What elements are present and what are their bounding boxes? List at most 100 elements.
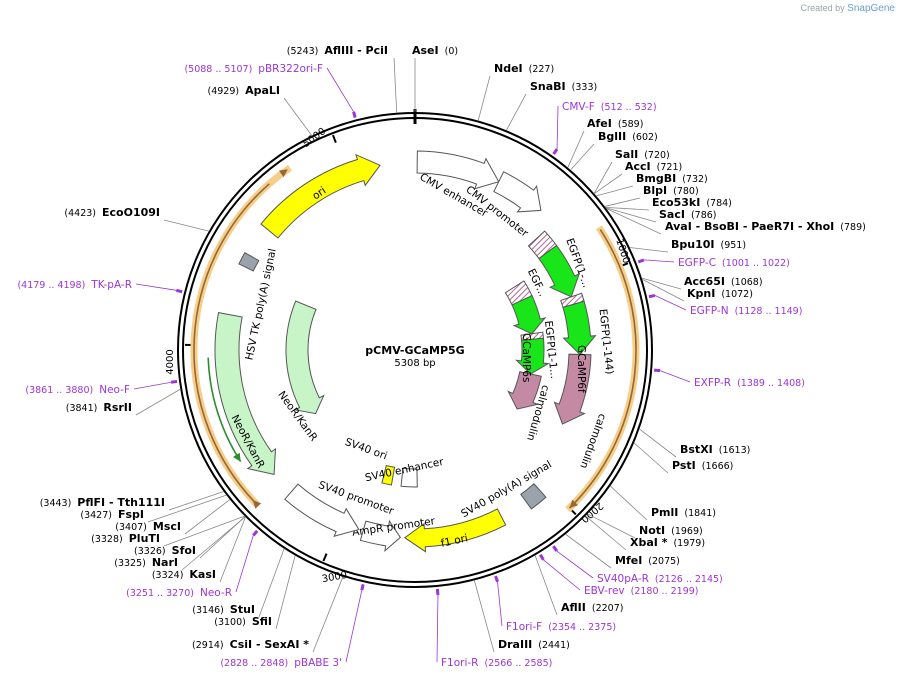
- leader-bglii: [570, 143, 595, 171]
- primer-mark-f1ori-r: [435, 588, 440, 596]
- site-name-acc65i: Acc65I: [684, 275, 725, 288]
- site-pos-left-sfii: (3100): [214, 617, 246, 628]
- leader-rsrii: [135, 388, 181, 416]
- feature-sv40-enhancer: [400, 467, 418, 488]
- site-pos-bpu10i: (951): [721, 240, 747, 251]
- feature-f1-ori: [403, 508, 507, 553]
- site-name-kpni: KpnI: [687, 287, 715, 300]
- leader-bpu10i: [629, 247, 669, 253]
- leader-bstxi: [639, 428, 677, 458]
- primer-name-cmv-f: CMV-F: [562, 101, 595, 113]
- site-name-noti: NotI: [639, 524, 665, 537]
- leader-mfei: [565, 533, 612, 569]
- primer-mark-ebv-rev: [539, 553, 545, 561]
- site-name-psti: PstI: [672, 459, 696, 472]
- plasmid-size: 5308 bp: [394, 358, 435, 369]
- site-name-bmgbi: BmgBI: [636, 172, 676, 185]
- site-name-pluti: PluTI: [129, 532, 160, 545]
- feature-ori: [260, 153, 381, 239]
- leader-afei: [567, 130, 585, 168]
- site-pos-mfei: (2075): [648, 556, 680, 567]
- label-sv40-ori: SV40 ori: [343, 436, 389, 462]
- leader-afliii-pcii: [393, 57, 398, 113]
- site-pos-left-afliii-pcii: (5243): [287, 46, 319, 57]
- site-bmgbi: BmgBI(732): [636, 172, 708, 185]
- primer-ebv-rev: EBV-rev(2180 .. 2199): [584, 585, 699, 597]
- site-pos-blpi: (780): [673, 186, 699, 197]
- site-name-snabi: SnaBI: [530, 80, 566, 93]
- feature-ampr-promoter: [359, 519, 401, 553]
- site-blpi: BlpI (780): [643, 184, 699, 197]
- site-pos-saci: (786): [691, 210, 717, 221]
- site-ecoo109i: EcoO109I: [102, 206, 160, 219]
- primer-mark-pbr322ori-f: [352, 111, 357, 118]
- site-name-afliii-pcii: AflIII - PciI: [324, 44, 388, 57]
- primer-range-egfp-n: (1128 .. 1149): [735, 306, 803, 317]
- primer-range-f1ori-f: (2354 .. 2375): [548, 622, 616, 633]
- feature-hsv-tk-polya: [238, 251, 260, 272]
- label-gcamp6s: GCaMP6s: [520, 333, 532, 382]
- site-name-acci: AccI: [625, 160, 651, 173]
- site-bstxi: BstXI(1613): [680, 443, 750, 456]
- site-name-eco53ki: Eco53kI: [652, 196, 700, 209]
- primer-range-f1ori-r: (2566 .. 2585): [484, 658, 552, 669]
- primer-leader-f1ori-f: [497, 581, 503, 627]
- site-pos-sali: (720): [644, 150, 670, 161]
- primer-leader-neo-r: [235, 535, 254, 593]
- site-name-asei: AseI: [412, 44, 439, 57]
- site-name-pmli: PmlI: [651, 506, 678, 519]
- primer-range-cmv-f: (512 .. 532): [601, 102, 657, 113]
- site-name-avai-bsobi-paer7i-xhoi: AvaI - BsoBI - PaeR7I - XhoI: [665, 220, 834, 233]
- site-afliii-pcii: AflIII - PciI: [324, 44, 388, 57]
- label-egfp-1-144: EGFP(1-144): [597, 308, 616, 375]
- feature-egfp-1-a: [538, 244, 581, 298]
- site-pos-draiii: (2441): [538, 640, 570, 651]
- primer-pbr322ori-f: (5088 .. 5107)pBR322ori-F: [184, 63, 323, 75]
- primer-mark-egfp-c: [637, 258, 645, 264]
- site-pos-left-stui: (3146): [192, 605, 224, 616]
- site-pos-left-nari: (3325): [114, 558, 146, 569]
- leader-saci: [605, 207, 657, 223]
- site-pos-afei: (589): [618, 119, 644, 130]
- site-kpni: KpnI (1072): [687, 287, 753, 300]
- primer-mark-neo-r: [252, 529, 259, 537]
- orf-lower-head: [252, 500, 262, 509]
- leader-xbai: [585, 515, 627, 551]
- primer-leader-cmv-f: [556, 105, 559, 150]
- site-pos-eco53ki: (784): [706, 198, 732, 209]
- primer-leader-exfp-r: [659, 370, 691, 383]
- site-pos-kpni: (1072): [721, 289, 753, 300]
- primer-name-tk-pa-r: TK-pA-R: [90, 279, 132, 291]
- leader-ecoo109i: [163, 219, 209, 232]
- orf-lower-left: [193, 183, 270, 503]
- site-name-fspi: FspI: [118, 508, 144, 521]
- plasmid-name: pCMV-GCaMP5G: [365, 344, 464, 357]
- primer-name-neo-r: Neo-R: [200, 587, 232, 599]
- feature-sv40-polya: [520, 483, 547, 510]
- leader-stui: [258, 548, 285, 618]
- primer-f1ori-f: F1ori-F(2354 .. 2375): [506, 621, 616, 633]
- leader-blpi: [604, 197, 641, 207]
- site-pmli: PmlI(1841): [651, 506, 716, 519]
- site-pos-acc65i: (1068): [731, 277, 763, 288]
- feature-egf-a: [511, 295, 547, 335]
- primer-cmv-f: CMV-F (512 .. 532): [562, 101, 657, 113]
- site-name-afei: AfeI: [587, 117, 612, 130]
- site-pos-left-ecoo109i: (4423): [64, 208, 96, 219]
- feature-sv40-promoter: [284, 483, 360, 537]
- leader-lines: [133, 57, 691, 663]
- site-name-kasi: KasI: [189, 568, 216, 581]
- primer-sv40pa-r: SV40pA-R(2126 .. 2145): [597, 573, 723, 585]
- site-name-blpi: BlpI: [643, 184, 667, 197]
- site-name-ecoo109i: EcoO109I: [102, 206, 160, 219]
- site-name-csii-sexai: CsiI - SexAI *: [230, 638, 310, 651]
- feature-neor-kanr-inner: [285, 300, 325, 415]
- site-pflfi-tth111i: PflFI - Tth111I: [77, 496, 165, 509]
- site-name-saci: SacI: [659, 208, 685, 221]
- leader-pmli: [610, 485, 648, 521]
- site-snabi: SnaBI(333): [530, 80, 597, 93]
- site-labels: AflIII - PciI(5243)AseI(0)NdeI(227)SnaBI…: [17, 44, 865, 669]
- site-pos-left-msci: (3407): [115, 522, 147, 533]
- site-afei: AfeI (589): [587, 117, 643, 130]
